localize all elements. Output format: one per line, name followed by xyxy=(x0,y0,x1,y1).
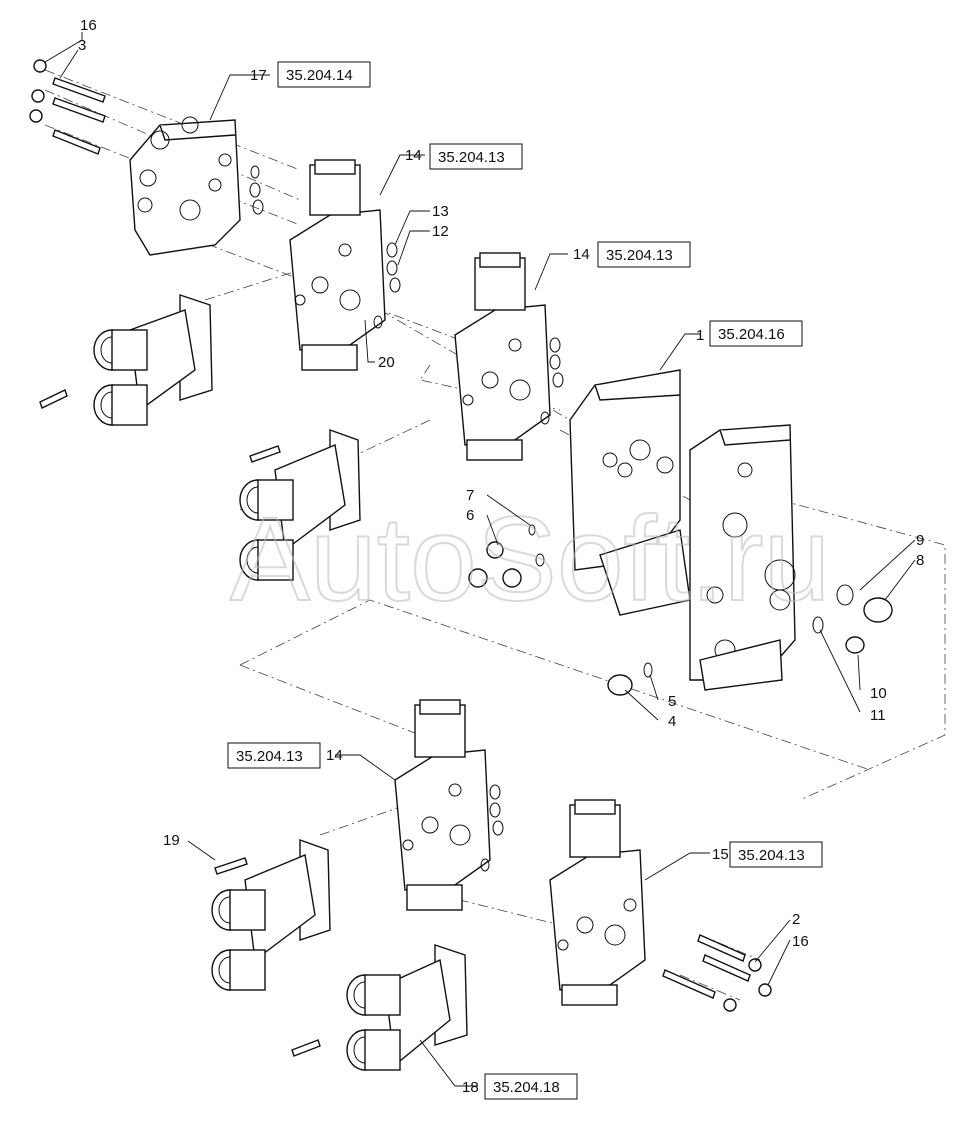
leader-lines xyxy=(44,32,916,1087)
callout-16-top: 16 xyxy=(80,17,97,34)
callout-5: 5 xyxy=(668,693,676,710)
callout-14-a: 14 xyxy=(405,147,422,164)
callout-6: 6 xyxy=(466,507,474,524)
studs-2 xyxy=(662,934,772,1012)
valve-block-17 xyxy=(129,116,241,256)
callout-14-c: 14 xyxy=(326,747,343,764)
valve-section-14-b xyxy=(454,252,564,461)
callout-18: 18 xyxy=(462,1079,479,1096)
callout-17: 17 xyxy=(250,67,267,84)
valve-section-14-a xyxy=(289,159,401,371)
callout-9: 9 xyxy=(916,532,924,549)
callouts: 16 3 17 14 13 12 20 14 1 7 6 9 8 10 11 5… xyxy=(78,17,924,1096)
studs-3 xyxy=(29,59,106,155)
callout-1: 1 xyxy=(696,327,704,344)
callout-4: 4 xyxy=(668,713,676,730)
valve-section-15 xyxy=(549,799,646,1006)
ref-14-b[interactable]: 35.204.13 xyxy=(606,247,673,264)
coupler-group-18 xyxy=(291,944,468,1071)
ref-14-c[interactable]: 35.204.13 xyxy=(236,748,303,765)
callout-13: 13 xyxy=(432,203,449,220)
coupler-group-1 xyxy=(39,294,213,426)
main-body-1 xyxy=(569,369,796,691)
callout-8: 8 xyxy=(916,552,924,569)
ref-1[interactable]: 35.204.16 xyxy=(718,326,785,343)
callout-2: 2 xyxy=(792,911,800,928)
callout-19: 19 xyxy=(163,832,180,849)
callout-10: 10 xyxy=(870,685,887,702)
callout-12: 12 xyxy=(432,223,449,240)
coupler-group-2 xyxy=(239,429,361,581)
valve-section-14-c xyxy=(394,699,504,911)
orings-17 xyxy=(249,165,264,215)
plugs-right xyxy=(812,584,893,654)
ref-14-a[interactable]: 35.204.13 xyxy=(438,149,505,166)
callout-14-b: 14 xyxy=(573,246,590,263)
callout-20: 20 xyxy=(378,354,395,371)
callout-15: 15 xyxy=(712,846,729,863)
callout-16-bottom: 16 xyxy=(792,933,809,950)
ref-17[interactable]: 35.204.14 xyxy=(286,67,353,84)
ref-15[interactable]: 35.204.13 xyxy=(738,847,805,864)
callout-7: 7 xyxy=(466,487,474,504)
plug-4 xyxy=(607,662,653,696)
ref-18[interactable]: 35.204.18 xyxy=(493,1079,560,1096)
plugs-left xyxy=(468,524,545,588)
watermark-logo: AutoSoft.ru xyxy=(230,492,830,626)
coupler-group-3 xyxy=(211,839,331,991)
callout-3: 3 xyxy=(78,37,86,54)
reference-boxes[interactable]: 35.204.14 35.204.13 35.204.13 35.204.16 … xyxy=(227,61,823,1100)
callout-11: 11 xyxy=(870,707,886,724)
